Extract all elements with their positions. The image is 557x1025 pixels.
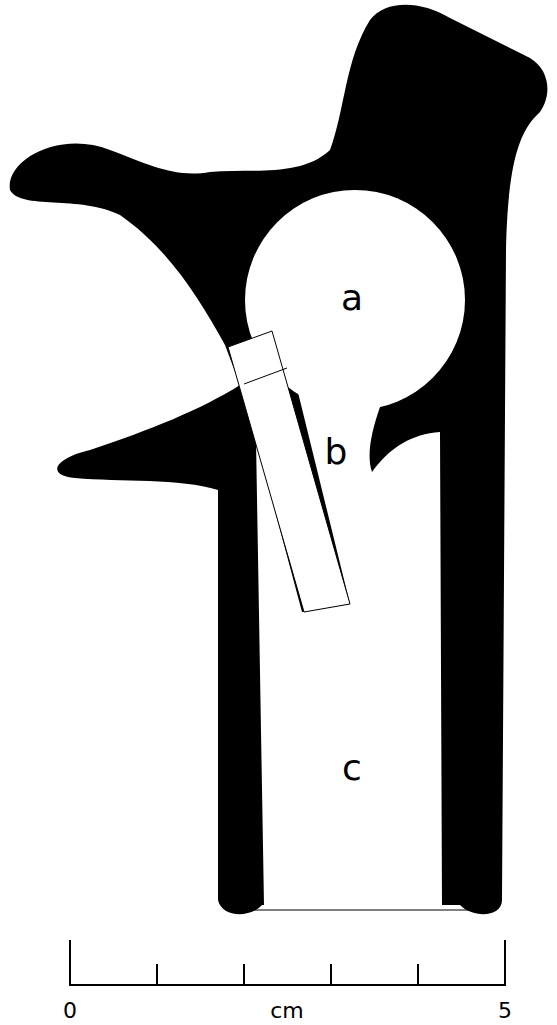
part-letter: a (341, 280, 363, 316)
scale-number: 5 (498, 1000, 512, 1022)
channel-joint (244, 368, 287, 384)
object-section (10, 5, 548, 914)
base-line (245, 910, 475, 911)
scale-unit: cm (270, 1000, 304, 1022)
channel (228, 331, 350, 612)
part-letter: b (325, 434, 348, 470)
scale-number: 0 (63, 1000, 77, 1022)
scale-bar (70, 940, 505, 986)
part-letter: c (342, 750, 362, 786)
